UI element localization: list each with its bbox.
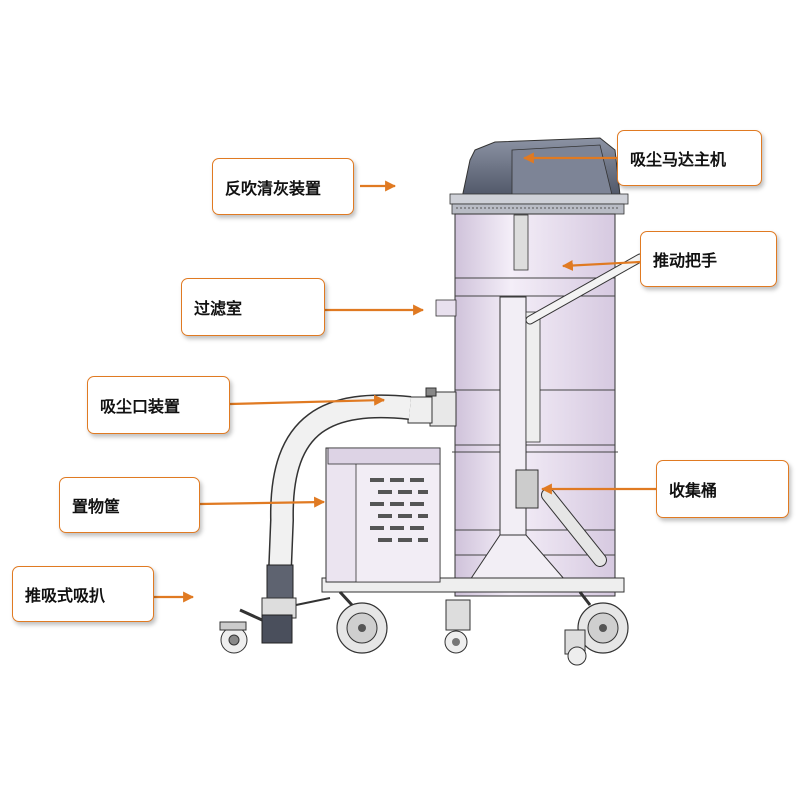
frame: [321, 296, 625, 593]
label-handle: 推动把手: [640, 231, 777, 287]
label-inlet: 吸尘口装置: [87, 376, 230, 434]
label-collector: 收集桶: [656, 460, 789, 518]
discharge-hose: [541, 488, 607, 567]
wheels: [336, 590, 629, 666]
suction-hose: [268, 387, 457, 571]
label-basket: 置物筐: [59, 477, 200, 533]
storage-basket: [325, 447, 441, 583]
squeegee-nozzle: [219, 564, 331, 654]
label-motor: 吸尘马达主机: [617, 130, 762, 186]
leader-arrows: [154, 152, 656, 603]
label-filter: 过滤室: [181, 278, 325, 336]
label-back-blow: 反吹清灰装置: [212, 158, 354, 215]
motor-head: [449, 137, 629, 215]
push-handle: [525, 253, 645, 325]
label-nozzle: 推吸式吸扒: [12, 566, 154, 622]
